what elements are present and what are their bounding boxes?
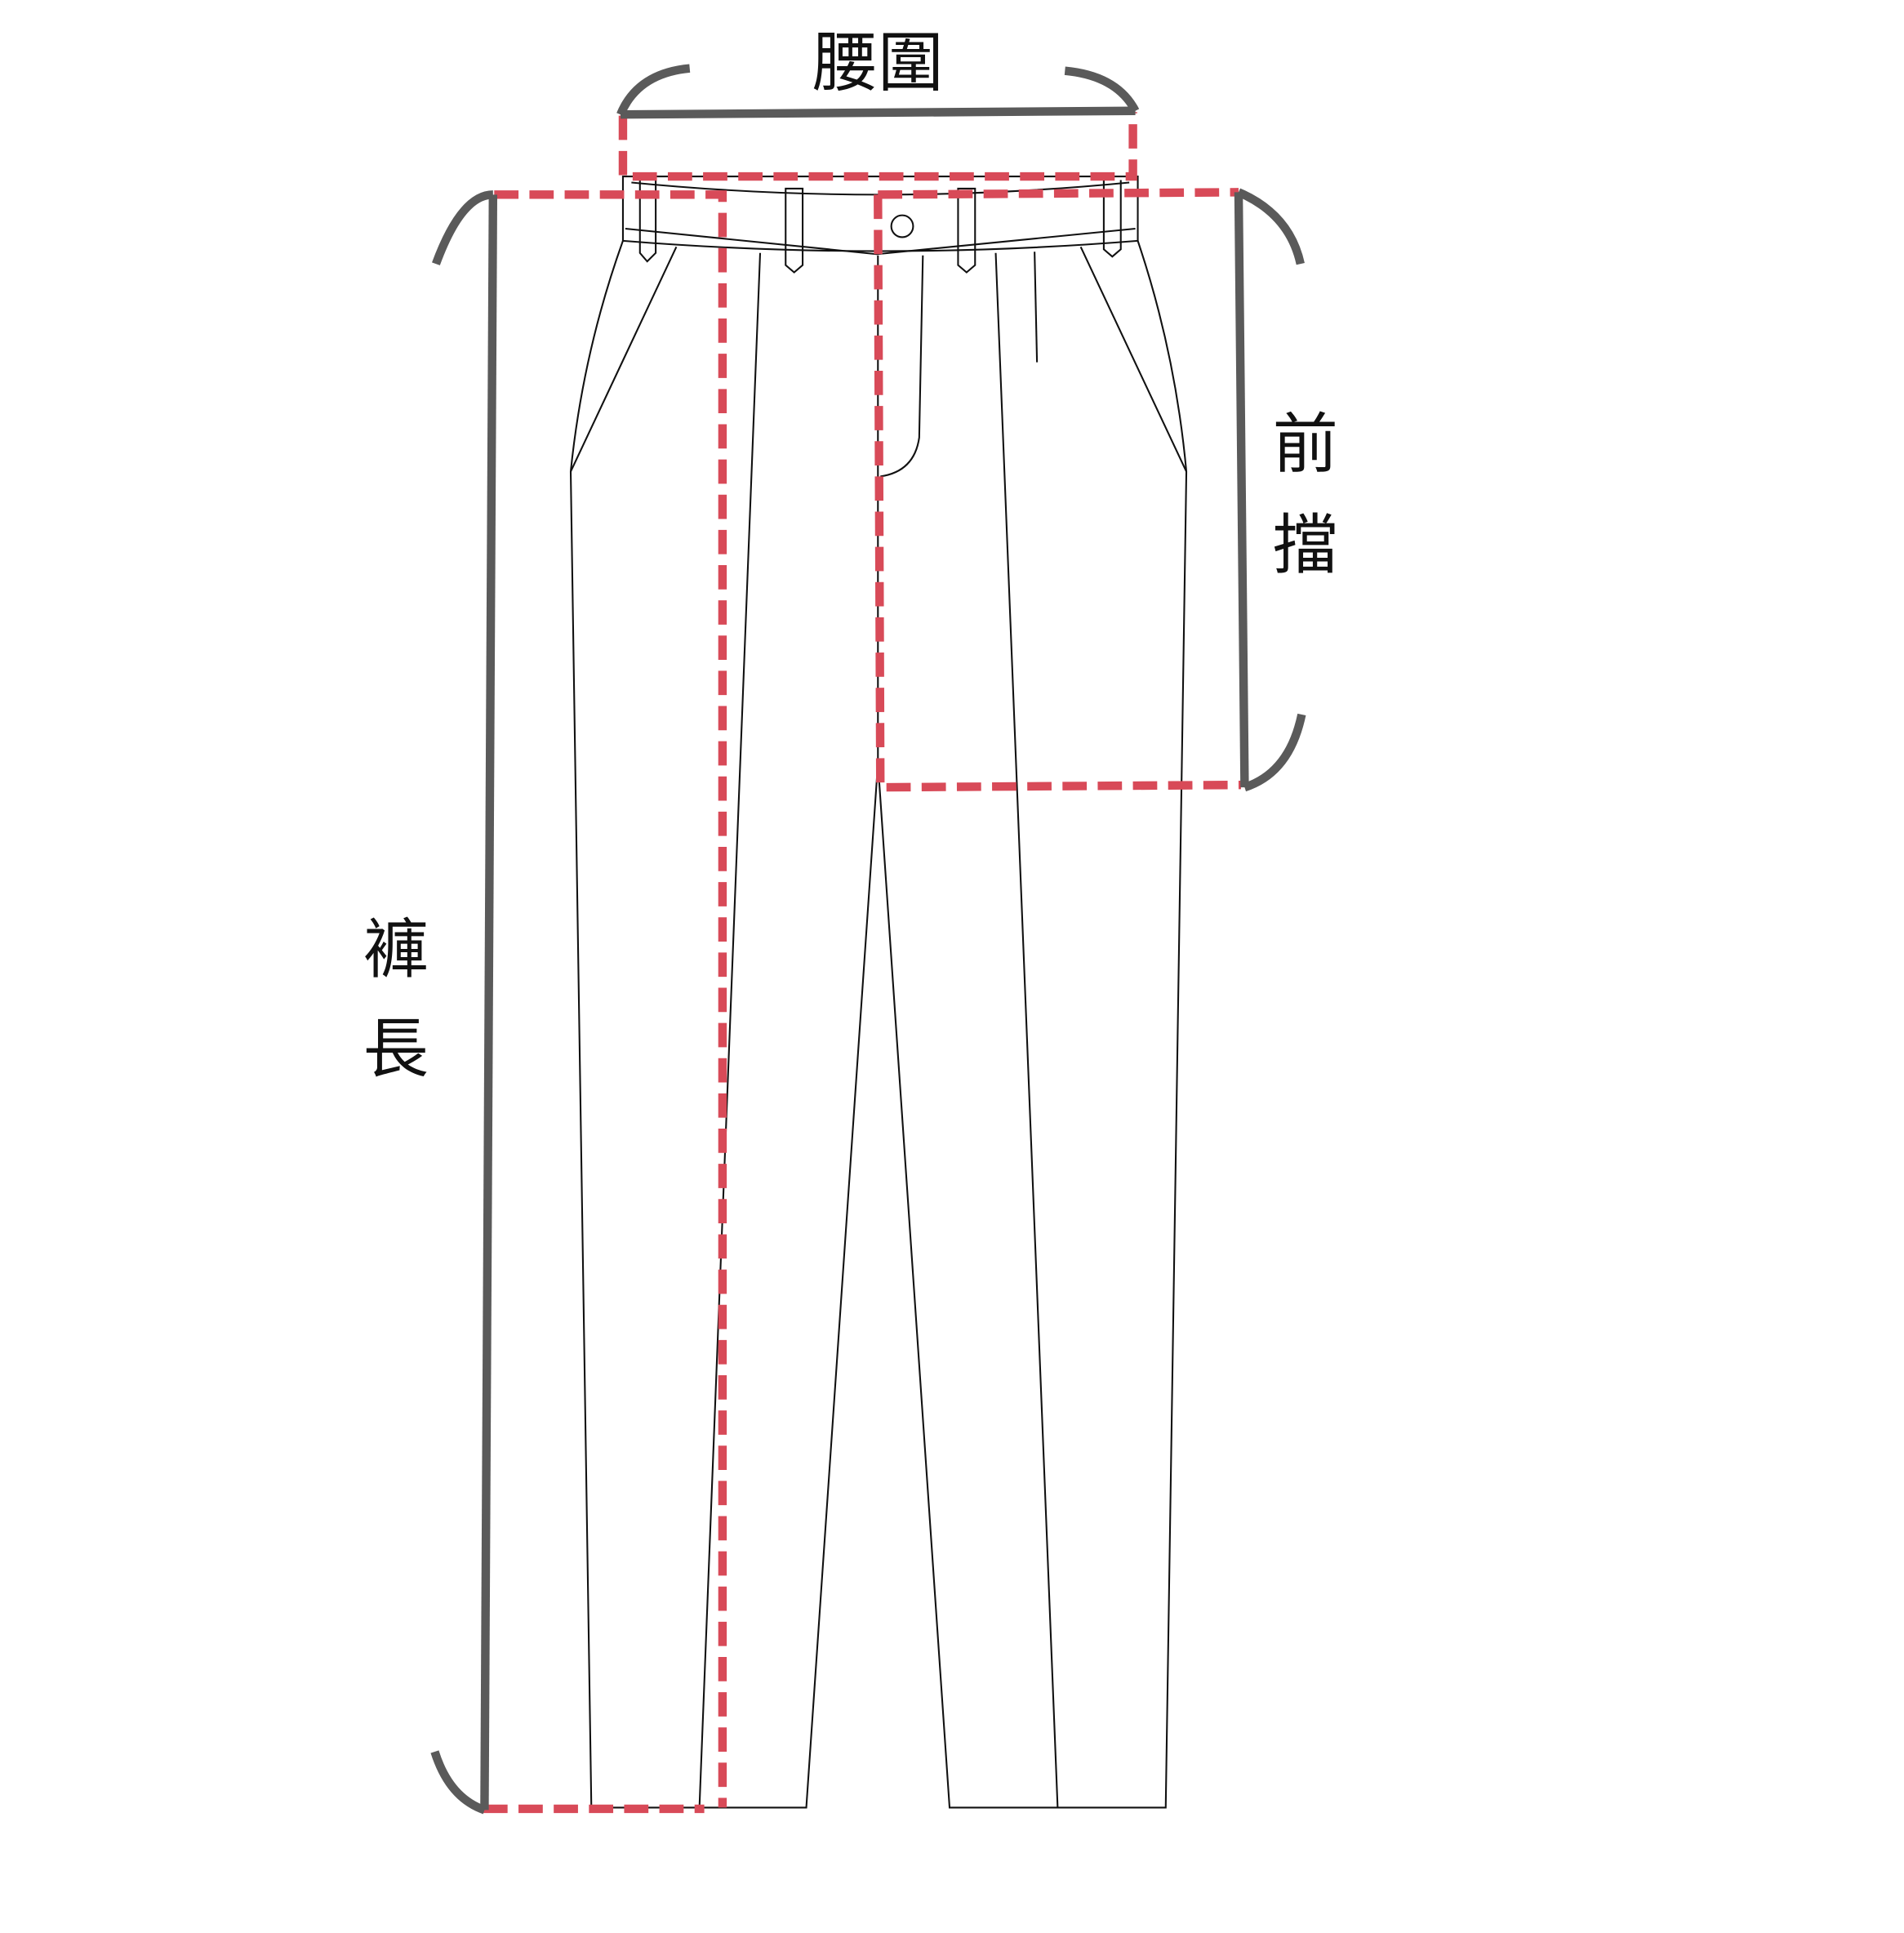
left-leg	[569, 240, 762, 1809]
button-icon	[890, 214, 914, 238]
belt-loop	[785, 187, 804, 274]
length-label-1: 褲	[363, 911, 429, 987]
pocket	[570, 246, 678, 472]
waistband	[621, 176, 1139, 252]
dashed-guides	[483, 112, 1241, 1814]
belt-loop	[957, 187, 976, 274]
length-label-2: 長	[363, 1010, 429, 1087]
front-rise-label-2: 擋	[1273, 506, 1338, 583]
pocket	[1079, 246, 1187, 472]
waist-measure	[616, 64, 1140, 119]
fly	[880, 255, 924, 478]
belt-loop	[1102, 180, 1122, 258]
length-measure	[430, 190, 498, 1815]
front-rise-label-1: 前	[1273, 405, 1338, 482]
pants-outline	[569, 176, 1188, 1809]
front-rise-measure	[1234, 188, 1306, 792]
right-leg	[994, 240, 1188, 1809]
waist-label: 腰圍	[812, 24, 944, 101]
belt-loop	[638, 180, 657, 263]
